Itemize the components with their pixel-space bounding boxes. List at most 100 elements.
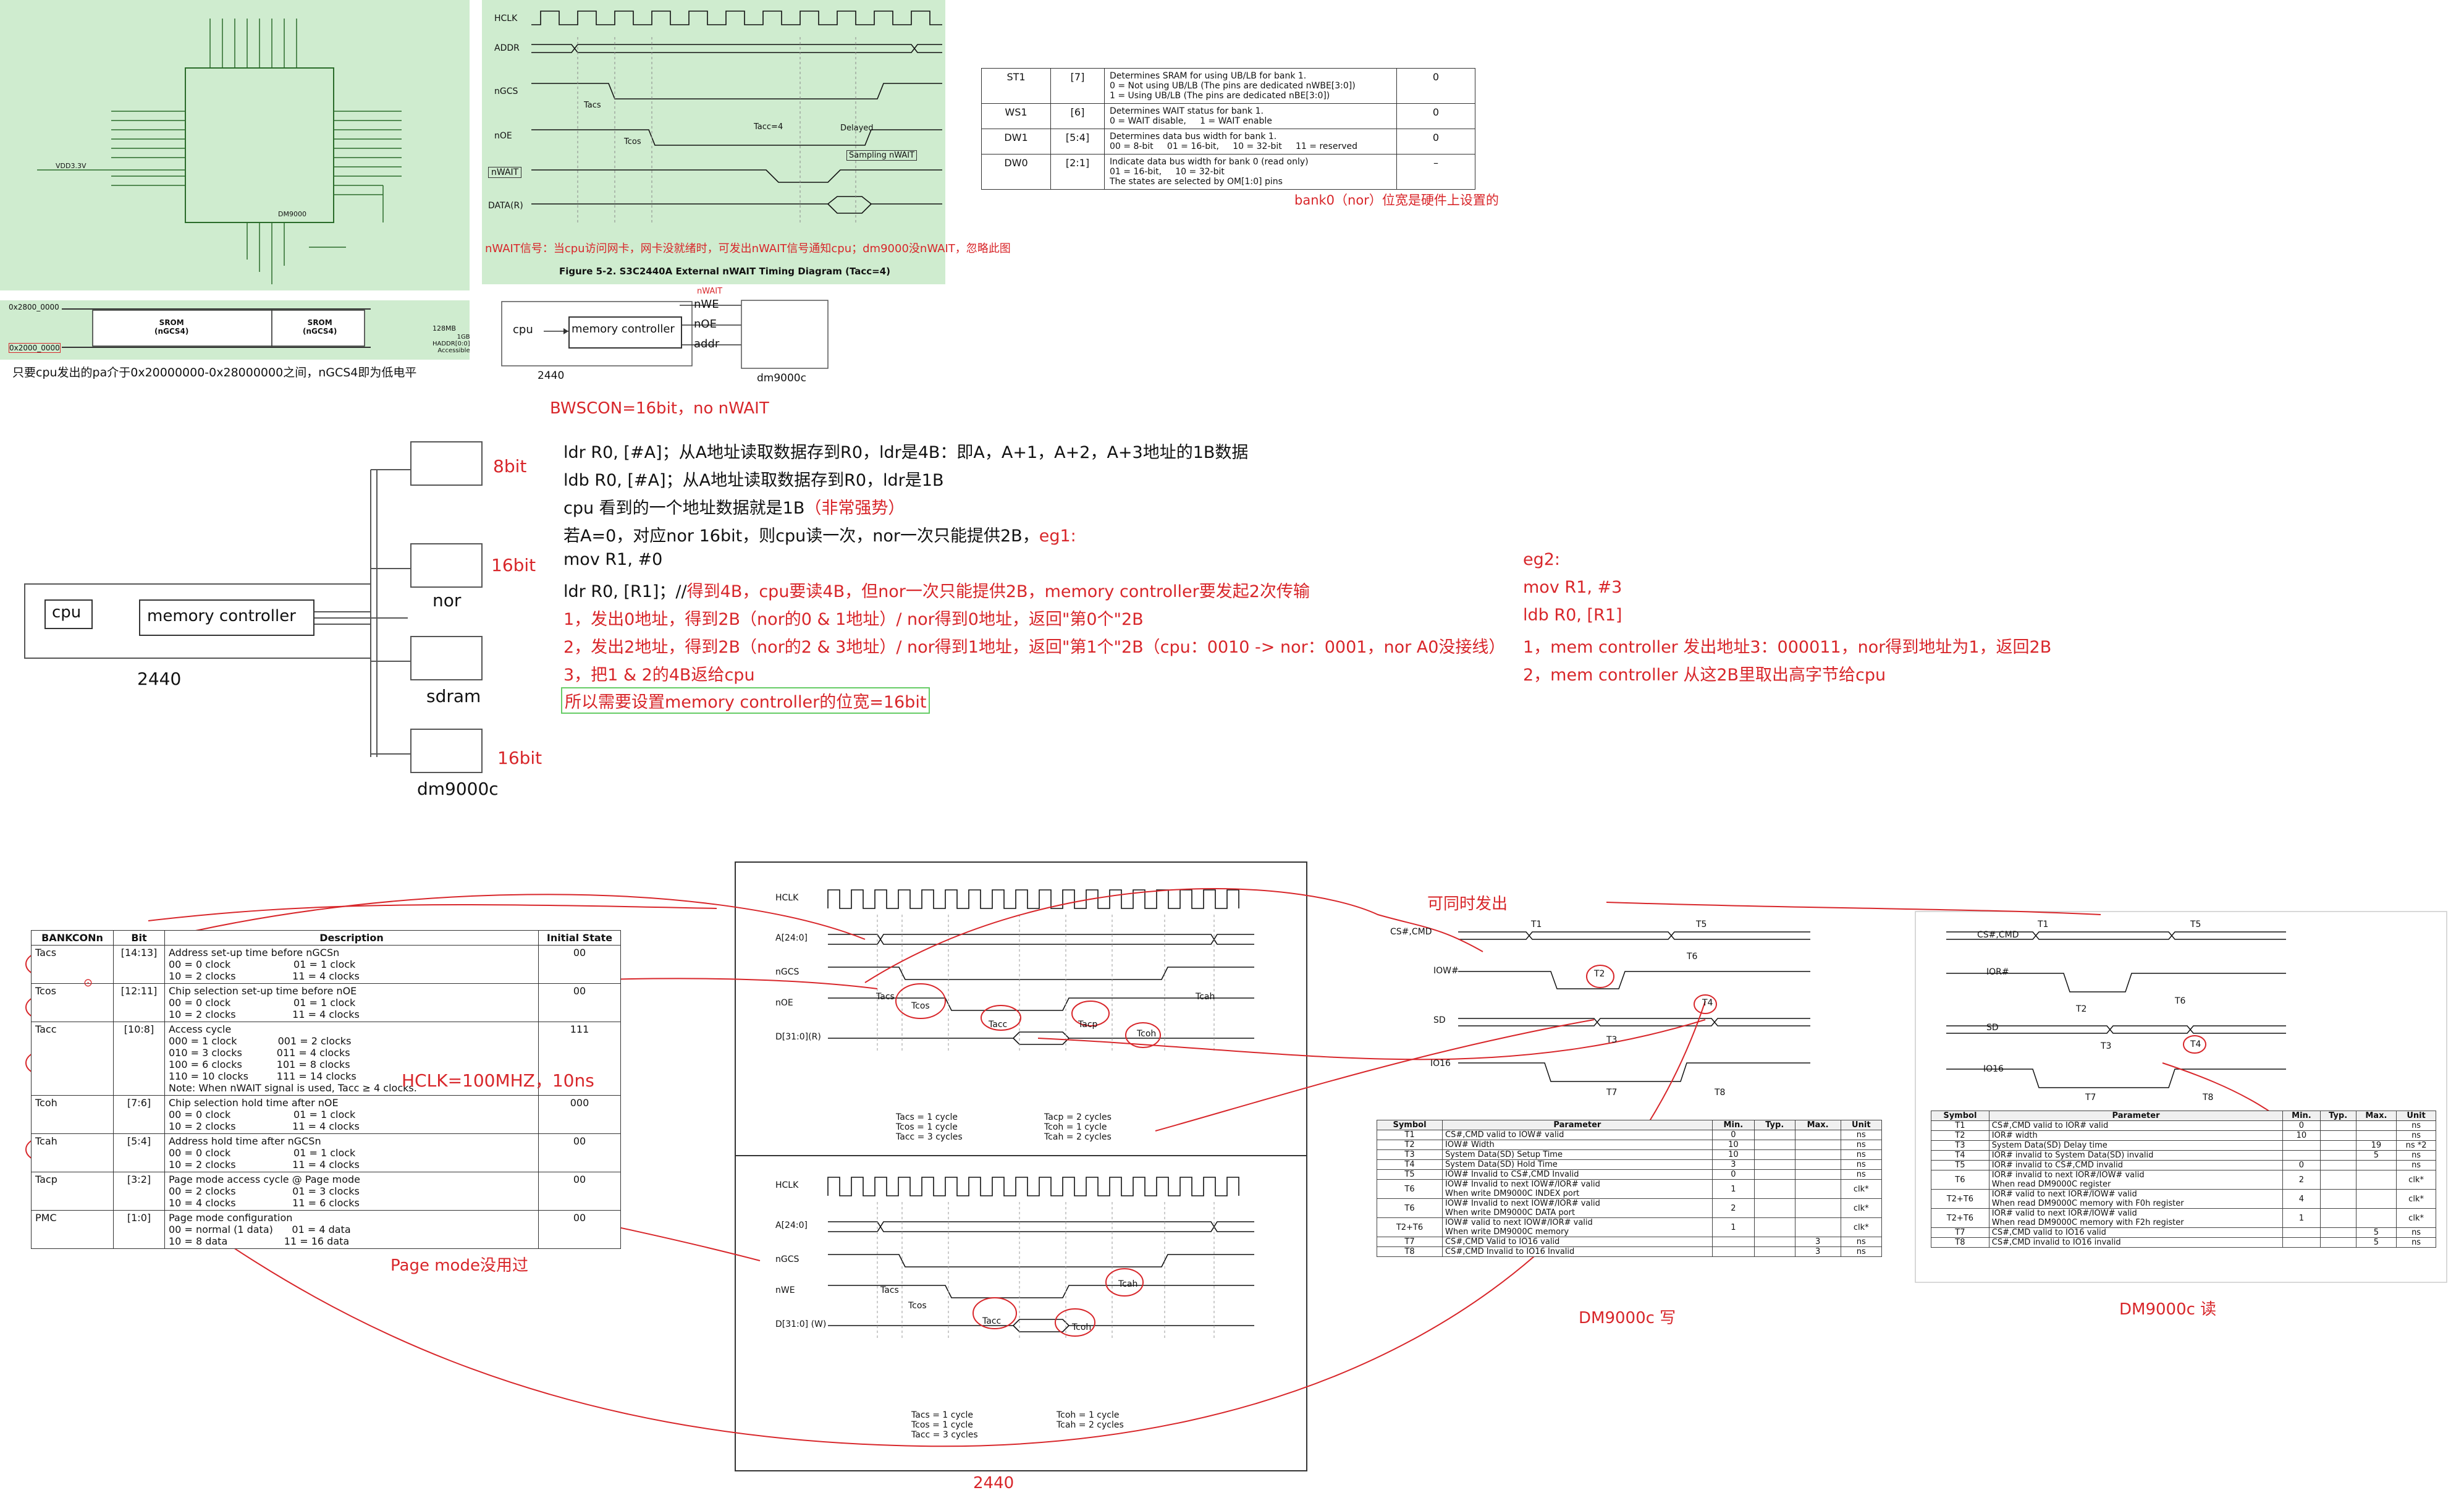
small-mc-box (568, 316, 682, 349)
bankcon-cell-name: Tcah (31, 1133, 114, 1172)
write-timing-signal: A[24:0] (775, 1221, 808, 1230)
bwscon-cell-init: 0 (1396, 103, 1475, 129)
memmap-addr-bottom: 0x2000_0000 (9, 343, 61, 353)
bankcon-cell-init: 00 (538, 983, 621, 1022)
timing-tacs: Tacs (584, 101, 601, 110)
dm-read-cell: IOR# valid to next IOR#/IOW# valid When … (1988, 1189, 2284, 1209)
dm-write-cell: T2 (1377, 1140, 1443, 1150)
dm-read-cell: T7 (1931, 1227, 1989, 1238)
dmw-tlabel: T4 (1702, 998, 1713, 1008)
read-timing-tlabel: Tcos (911, 1001, 930, 1011)
chip-label: DM9000 (278, 210, 306, 218)
dm-read-cell: IOR# width (1988, 1130, 2284, 1141)
write-timing-tlabel: Tcoh (1072, 1322, 1092, 1332)
bankcon-row: Tcoh[7:6]Chip selection hold time after … (31, 1095, 621, 1134)
dm-read-cell (2355, 1160, 2397, 1170)
dm-read-cell: IOR# invalid to System Data(SD) invalid (1988, 1150, 2284, 1161)
timing-tacc: Tacc=4 (754, 122, 783, 132)
dm-read-header: Unit (2396, 1111, 2436, 1121)
dm-read-header: Max. (2355, 1111, 2397, 1121)
dm-read-cell: T2 (1931, 1130, 1989, 1141)
bwscon-cell-init: 0 (1396, 68, 1475, 104)
dm-write-cell: 1 (1711, 1179, 1755, 1199)
device-dm9000c: dm9000c (417, 779, 499, 799)
dm-read-cell: 2 (2282, 1170, 2321, 1190)
timing-signal-ngcs: nGCS (494, 87, 518, 96)
bwscon-cell-bit: [6] (1050, 103, 1105, 129)
dm-write-cell: clk* (1840, 1217, 1883, 1237)
hclk-note: HCLK=100MHZ，10ns (402, 1070, 594, 1091)
timing-tcos: Tcos (624, 137, 641, 146)
dmr-tlabel: T7 (2085, 1093, 2096, 1102)
memmap-caption: 只要cpu发出的pa介于0x20000000-0x28000000之间，nGCS… (12, 366, 417, 379)
dm-read-cell: T3 (1931, 1140, 1989, 1151)
dm-write-cell: ns (1840, 1130, 1883, 1140)
dm-write-cell (1711, 1246, 1755, 1257)
dm-write-caption: DM9000c 写 (1579, 1309, 1676, 1327)
cpu-label: cpu (52, 603, 82, 622)
dm-read-cell: 0 (2282, 1120, 2321, 1131)
dm-write-cell: IOW# Invalid to next IOW#/IOR# valid Whe… (1442, 1179, 1713, 1199)
dm-read-cell: clk* (2396, 1208, 2436, 1228)
dm-write-header: Unit (1840, 1120, 1883, 1130)
bankcon-header-desc: Description (164, 930, 539, 946)
dm-read-cell: 1 (2282, 1208, 2321, 1228)
bwscon-cell-bit: [7] (1050, 68, 1105, 104)
dm-write-cell: T6 (1377, 1179, 1443, 1199)
write-timing-tlabel: Tacs (880, 1285, 899, 1295)
dm-write-cell (1794, 1149, 1841, 1160)
note-line-9: 3，把1 & 2的4B返给cpu (563, 666, 755, 685)
bankcon-cell-bit: [14:13] (113, 945, 165, 984)
dm-read-cell: System Data(SD) Delay time (1988, 1140, 2284, 1151)
read-timing-tlabel: Tacs (876, 992, 895, 1002)
bankcon-cell-bit: [12:11] (113, 983, 165, 1022)
dm-write-cell: 10 (1711, 1140, 1755, 1150)
dmw-tlabel: T1 (1531, 920, 1542, 929)
dmw-tlabel: T8 (1715, 1088, 1726, 1098)
read-timing-signal: D[31:0](R) (775, 1032, 821, 1042)
bwscon-cell-name: DW0 (981, 154, 1051, 190)
dm-write-cell: System Data(SD) Setup Time (1442, 1149, 1713, 1160)
bankcon-cell-init: 00 (538, 1172, 621, 1211)
mc-label: memory controller (147, 607, 296, 625)
dm-read-cell (2319, 1189, 2356, 1209)
dm-write-cell: T5 (1377, 1169, 1443, 1180)
bwscon-cell-name: ST1 (981, 68, 1051, 104)
dmr-signal-ior: IOR# (1986, 967, 2009, 977)
eg2-line-1: mov R1, #3 (1523, 578, 1622, 597)
dm-write-cell: 3 (1794, 1237, 1841, 1247)
dmw-signal-sd: SD (1433, 1015, 1446, 1025)
dm-read-cell: 10 (2282, 1130, 2321, 1141)
vdd-label: VDD3.3V (56, 162, 86, 170)
read-timing-tlabel: Tacp (1078, 1020, 1098, 1030)
timing-signal-nwait: nWAIT (488, 167, 522, 178)
bankcon-cell-name: Tacp (31, 1172, 114, 1211)
bwscon-row: DW1[5:4]Determines data bus width for ba… (981, 129, 1475, 154)
dm-read-cell: IOR# invalid to next IOR#/IOW# valid Whe… (1988, 1170, 2284, 1190)
dmw-tlabel: T2 (1594, 969, 1605, 979)
dm-write-cell: 3 (1794, 1246, 1841, 1257)
dm-read-cell (2355, 1130, 2397, 1141)
dmw-signal-cs: CS#,CMD (1390, 927, 1432, 937)
dm-read-cell: clk* (2396, 1189, 2436, 1209)
dm-read-cell: T8 (1931, 1237, 1989, 1248)
dmr-tlabel: T5 (2190, 920, 2201, 929)
dm-read-cell: CS#,CMD valid to IO16 valid (1988, 1227, 2284, 1238)
dm-read-cell: 19 (2355, 1140, 2397, 1151)
timing-note: nWAIT信号：当cpu访问网卡，网卡没就绪时，可发出nWAIT信号通知cpu；… (485, 242, 1011, 255)
bankcon-cell-desc: Access cycle 000 = 1 clock 001 = 2 clock… (164, 1022, 539, 1096)
timing-sampling: Sampling nWAIT (846, 150, 918, 161)
dm-write-cell: CS#,CMD Invalid to IO16 Invalid (1442, 1246, 1713, 1257)
bankcon-row: PMC[1:0]Page mode configuration 00 = nor… (31, 1210, 621, 1249)
dmw-tlabel: T7 (1606, 1088, 1618, 1098)
eg2-line-2: ldb R0, [R1] (1523, 606, 1622, 625)
timing-signal-addr: ADDR (494, 43, 520, 53)
bankcon-header-init: Initial State (538, 930, 621, 946)
bwscon-annotation: bank0（nor）位宽是硬件上设置的 (1294, 193, 1499, 208)
